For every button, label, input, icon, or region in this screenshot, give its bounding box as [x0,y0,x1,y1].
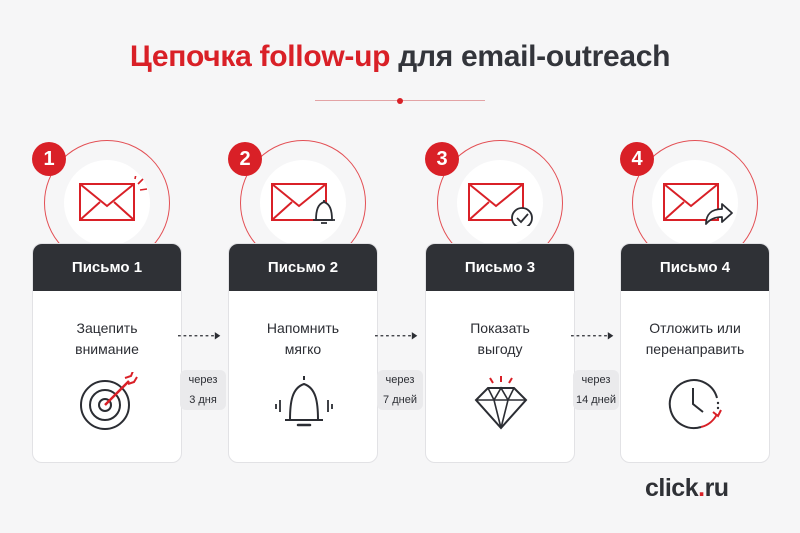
target-icon [80,372,138,430]
step-number-badge: 1 [32,142,66,176]
step-number-badge: 3 [425,142,459,176]
page-title: Цепочка follow-up для email-outreach [0,40,800,74]
title-divider-dot [397,98,403,104]
step-number-badge: 2 [228,142,262,176]
step-ring-fill [64,160,150,246]
clock-icon [668,379,722,430]
connector-arrow-1 [178,332,221,340]
envelope-sparkle-icon [79,176,148,221]
envelope-check-icon [468,183,533,226]
envelope-bell-icon [271,183,335,224]
diamond-icon [474,376,528,430]
step-card-header: Письмо 3 [426,244,574,291]
step-card-header: Письмо 1 [33,244,181,291]
title-rest: для email-outreach [398,40,671,73]
connector-arrow-3 [571,332,614,340]
bell-icon [275,376,333,427]
connector-arrow-2 [375,332,418,340]
step-number-badge: 4 [620,142,654,176]
title-accent: Цепочка follow-up [129,40,391,73]
step-card-header: Письмо 2 [229,244,377,291]
click-ru-logo: click.ru [645,474,729,502]
step-card-header: Письмо 4 [621,244,769,291]
envelope-forward-icon [663,183,733,225]
